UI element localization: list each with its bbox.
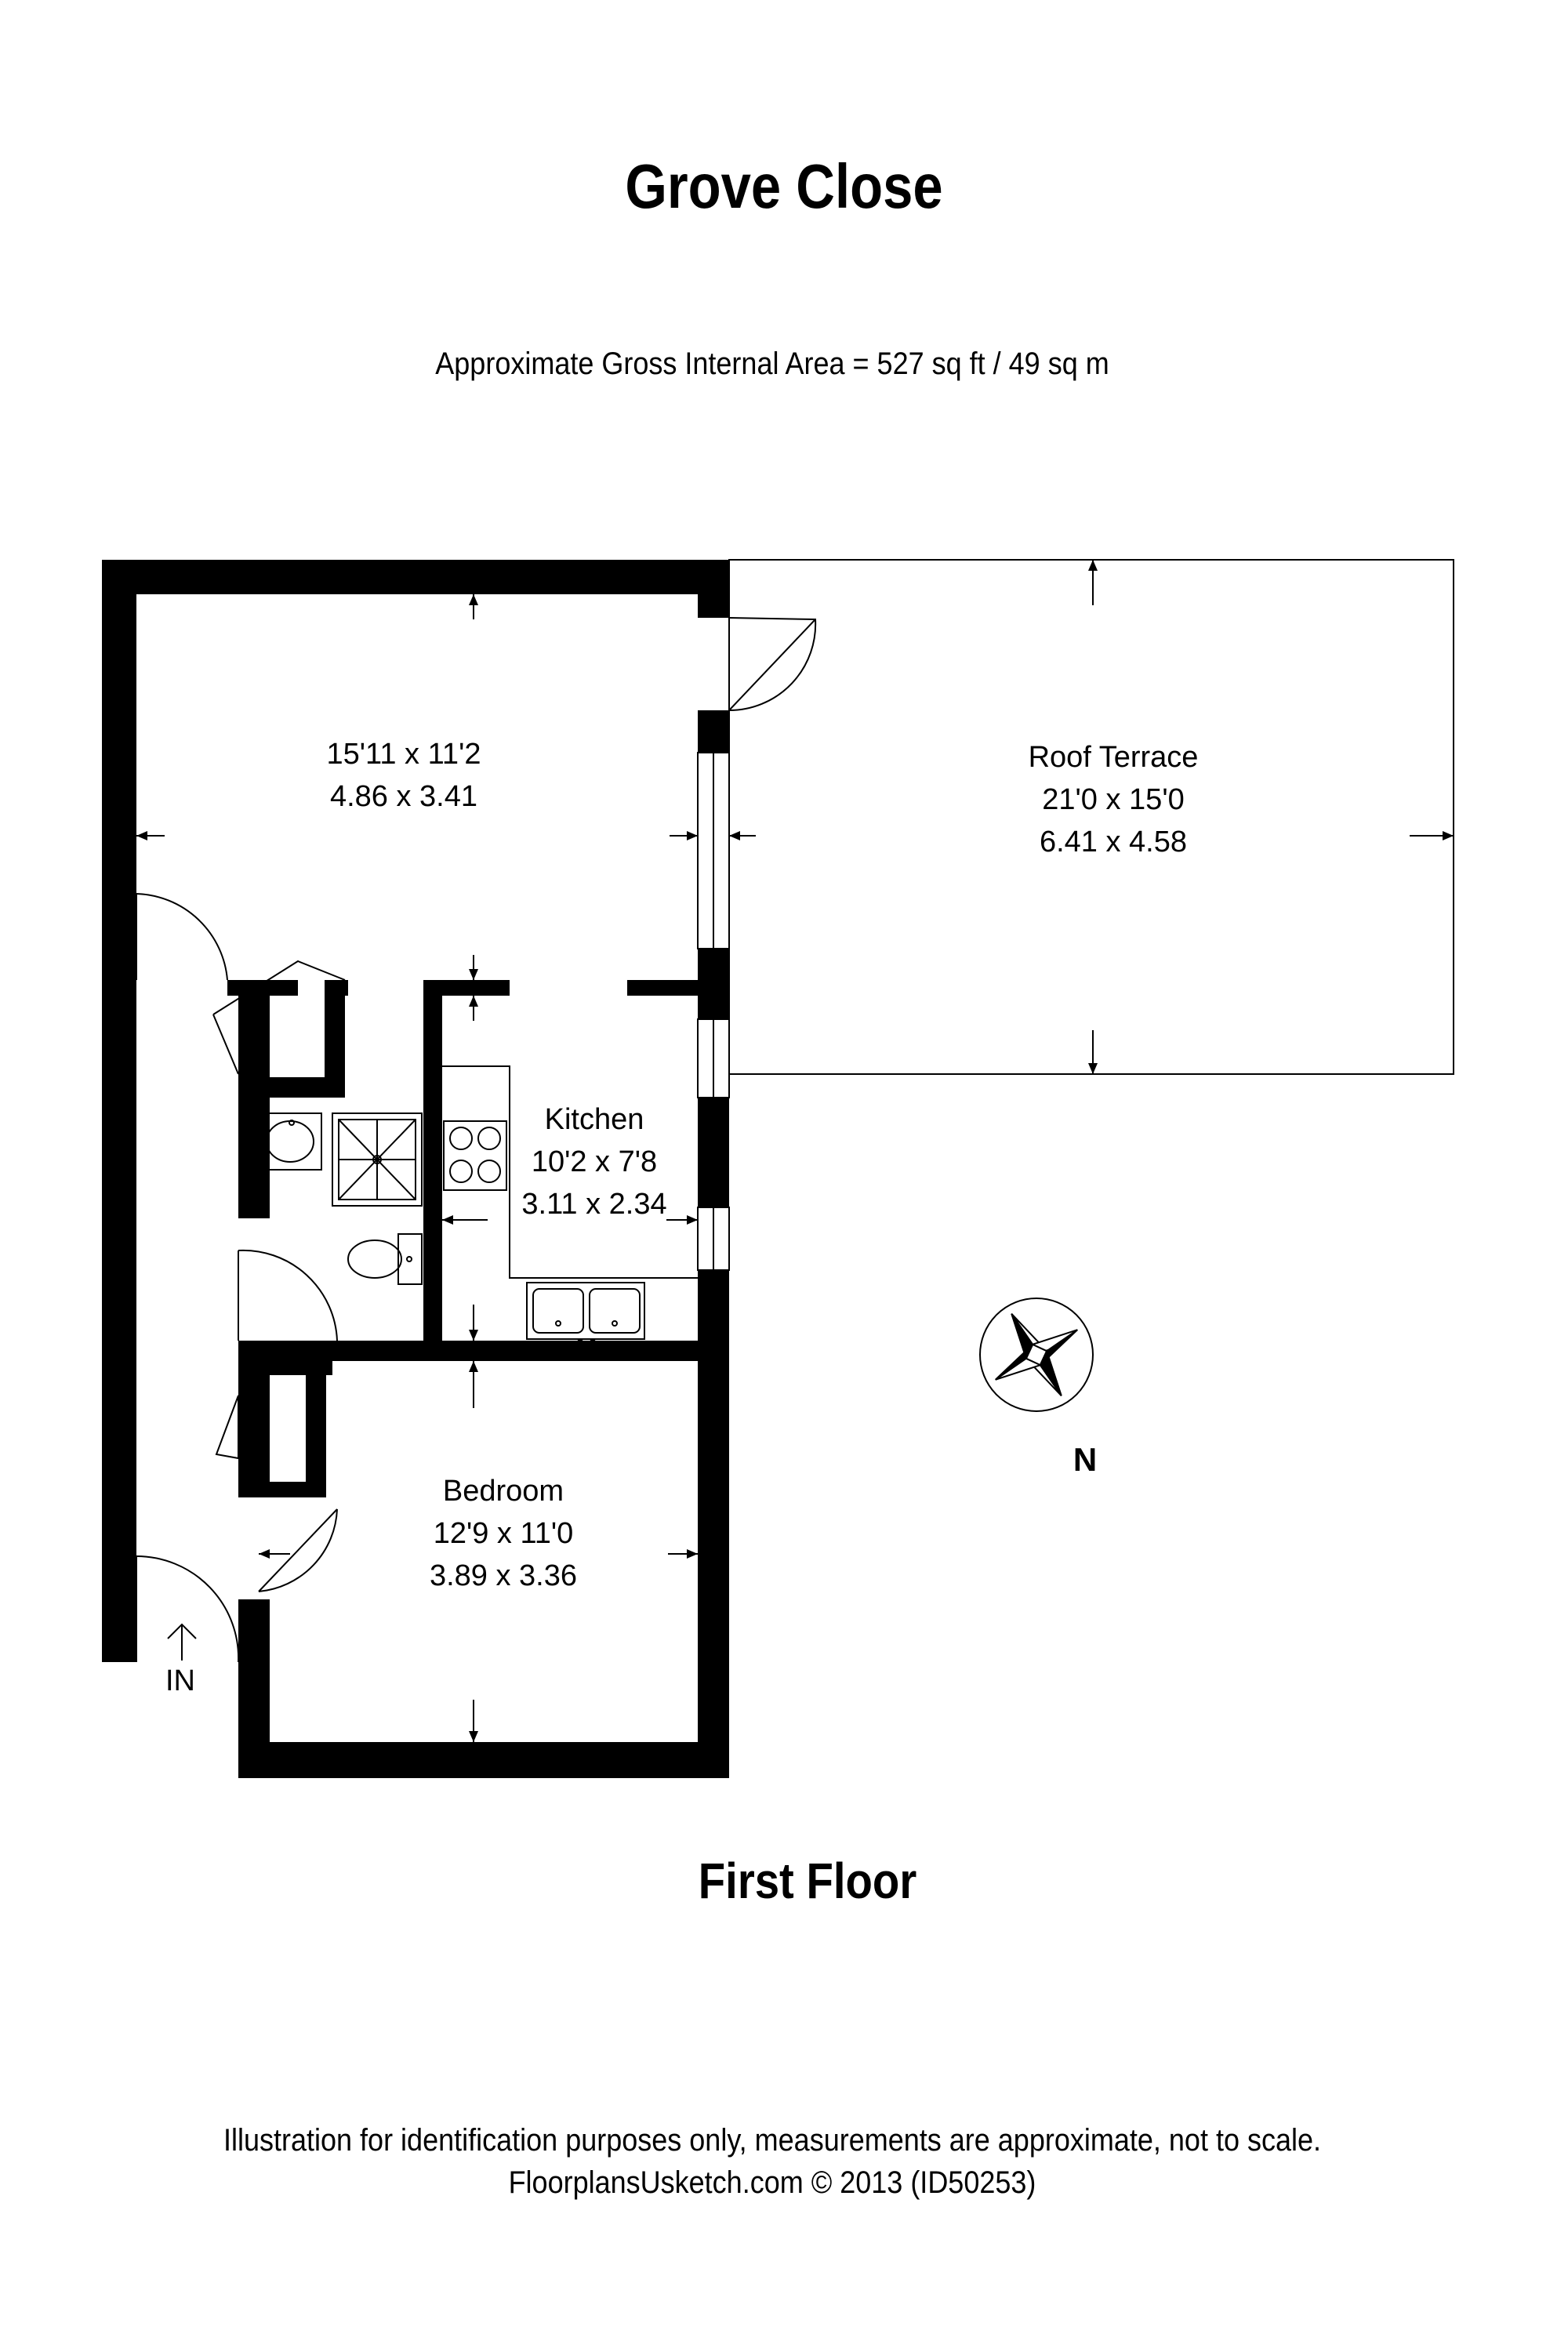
- reception-metric: 4.86 x 3.41: [330, 780, 477, 813]
- sink-icon: [526, 1282, 645, 1345]
- bedroom-name: Bedroom: [443, 1475, 564, 1508]
- dimension-markers: [136, 560, 1454, 1742]
- roof-terrace-name: Roof Terrace: [1029, 741, 1199, 774]
- reception-imperial: 15'11 x 11'2: [327, 738, 481, 771]
- entrance-label: IN: [165, 1664, 195, 1697]
- hob-icon: [443, 1120, 507, 1191]
- footer-credit: FloorplansUsketch.com © 2013 (ID50253): [508, 2165, 1036, 2200]
- footer-disclaimer: Illustration for identification purposes…: [223, 2123, 1322, 2158]
- internal-walls: [227, 980, 729, 1497]
- bedroom-metric: 3.89 x 3.36: [430, 1559, 577, 1592]
- kitchen-counter: [442, 1065, 698, 1279]
- kitchen-metric: 3.11 x 2.34: [521, 1188, 666, 1221]
- doors: [136, 617, 817, 1663]
- page-title: Grove Close: [625, 151, 943, 221]
- gross-area-text: Approximate Gross Internal Area = 527 sq…: [435, 347, 1109, 381]
- roof-terrace-imperial: 21'0 x 15'0: [1042, 783, 1184, 816]
- kitchen-imperial: 10'2 x 7'8: [532, 1145, 657, 1178]
- compass-north-label: N: [1073, 1441, 1097, 1478]
- roof-terrace-outline: [728, 559, 1454, 1075]
- shower-icon: [332, 1112, 423, 1207]
- basin-icon: [258, 1112, 322, 1171]
- roof-terrace-metric: 6.41 x 4.58: [1040, 826, 1187, 858]
- compass-icon: [979, 1298, 1094, 1412]
- toilet-icon: [347, 1233, 423, 1285]
- bedroom-imperial: 12'9 x 11'0: [434, 1517, 574, 1550]
- floor-label: First Floor: [698, 1853, 917, 1909]
- kitchen-name: Kitchen: [545, 1103, 644, 1136]
